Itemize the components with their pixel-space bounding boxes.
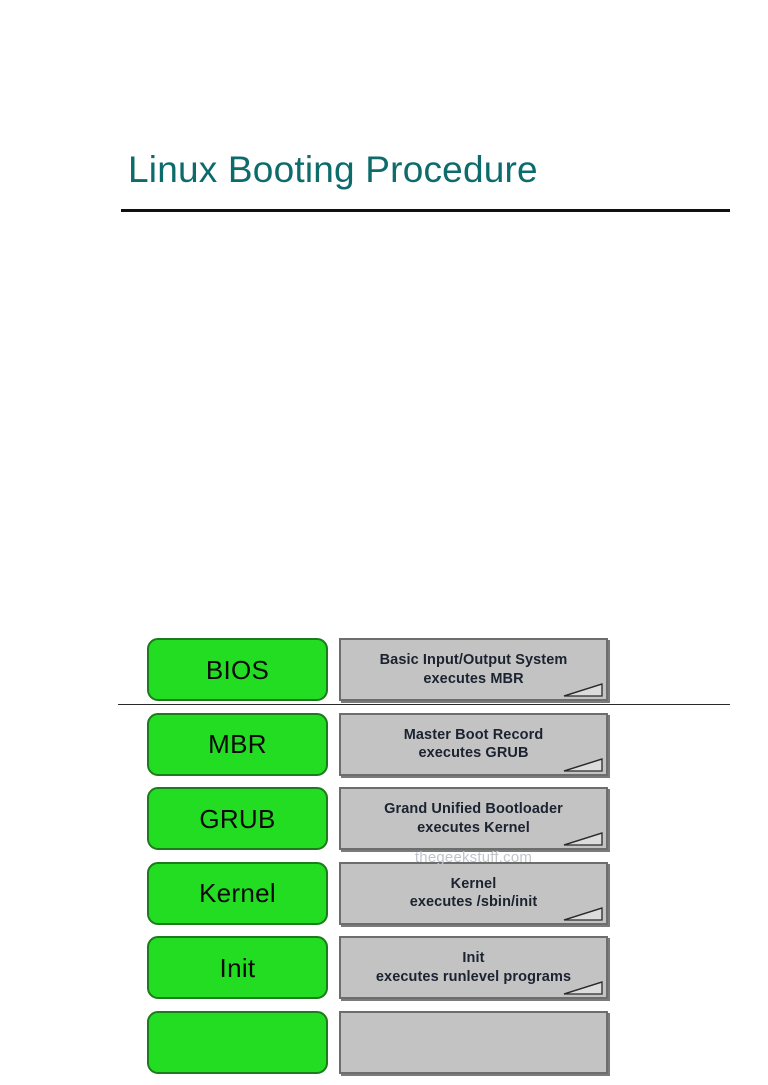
note-box-clipped[interactable] bbox=[339, 1011, 608, 1074]
note-line-2: executes runlevel programs bbox=[376, 968, 571, 986]
boot-stage-row: Init Init executes runlevel programs bbox=[0, 936, 768, 1011]
note-line-2: executes /sbin/init bbox=[410, 893, 538, 911]
stage-label: MBR bbox=[208, 731, 267, 757]
boot-stage-row: MBR Master Boot Record executes GRUB bbox=[0, 713, 768, 788]
note-text: Init executes runlevel programs bbox=[368, 949, 579, 985]
page-title: Linux Booting Procedure bbox=[128, 150, 538, 191]
note-text: Basic Input/Output System executes MBR bbox=[372, 651, 576, 687]
note-line-2: executes MBR bbox=[380, 670, 568, 688]
stage-label: Kernel bbox=[199, 880, 276, 906]
page-curl-icon bbox=[562, 905, 604, 921]
stage-box-bios[interactable]: BIOS bbox=[147, 638, 328, 701]
watermark: thegeekstuff.com bbox=[339, 849, 608, 866]
note-text: Kernel executes /sbin/init bbox=[402, 875, 546, 911]
stage-box-init[interactable]: Init bbox=[147, 936, 328, 999]
note-line-1: Grand Unified Bootloader bbox=[384, 801, 563, 817]
note-text: Grand Unified Bootloader executes Kernel bbox=[376, 800, 571, 836]
stage-box-clipped[interactable] bbox=[147, 1011, 328, 1074]
stage-box-kernel[interactable]: Kernel bbox=[147, 862, 328, 925]
stage-label: GRUB bbox=[199, 806, 275, 832]
boot-stage-row: BIOS Basic Input/Output System executes … bbox=[0, 638, 768, 713]
note-line-1: Master Boot Record bbox=[404, 727, 544, 743]
note-line-2: executes GRUB bbox=[404, 744, 544, 762]
stage-box-mbr[interactable]: MBR bbox=[147, 713, 328, 776]
stage-box-grub[interactable]: GRUB bbox=[147, 787, 328, 850]
note-box-init[interactable]: Init executes runlevel programs bbox=[339, 936, 608, 999]
note-line-1: Init bbox=[462, 950, 484, 966]
note-line-1: Kernel bbox=[451, 876, 497, 892]
note-box-grub[interactable]: Grand Unified Bootloader executes Kernel bbox=[339, 787, 608, 850]
stage-label: Init bbox=[220, 955, 256, 981]
boot-stage-row-clipped bbox=[0, 1011, 768, 1085]
page-curl-icon bbox=[562, 756, 604, 772]
note-line-1: Basic Input/Output System bbox=[380, 652, 568, 668]
title-underline-divider bbox=[121, 209, 730, 212]
boot-stage-row: Kernel Kernel executes /sbin/init bbox=[0, 862, 768, 937]
note-box-mbr[interactable]: Master Boot Record executes GRUB bbox=[339, 713, 608, 776]
note-box-kernel[interactable]: Kernel executes /sbin/init bbox=[339, 862, 608, 925]
linux-boot-flow-diagram: BIOS Basic Input/Output System executes … bbox=[0, 638, 768, 1085]
note-text: Master Boot Record executes GRUB bbox=[396, 726, 552, 762]
note-box-bios[interactable]: Basic Input/Output System executes MBR bbox=[339, 638, 608, 701]
note-line-2: executes Kernel bbox=[384, 819, 563, 837]
stage-label: BIOS bbox=[206, 657, 269, 683]
